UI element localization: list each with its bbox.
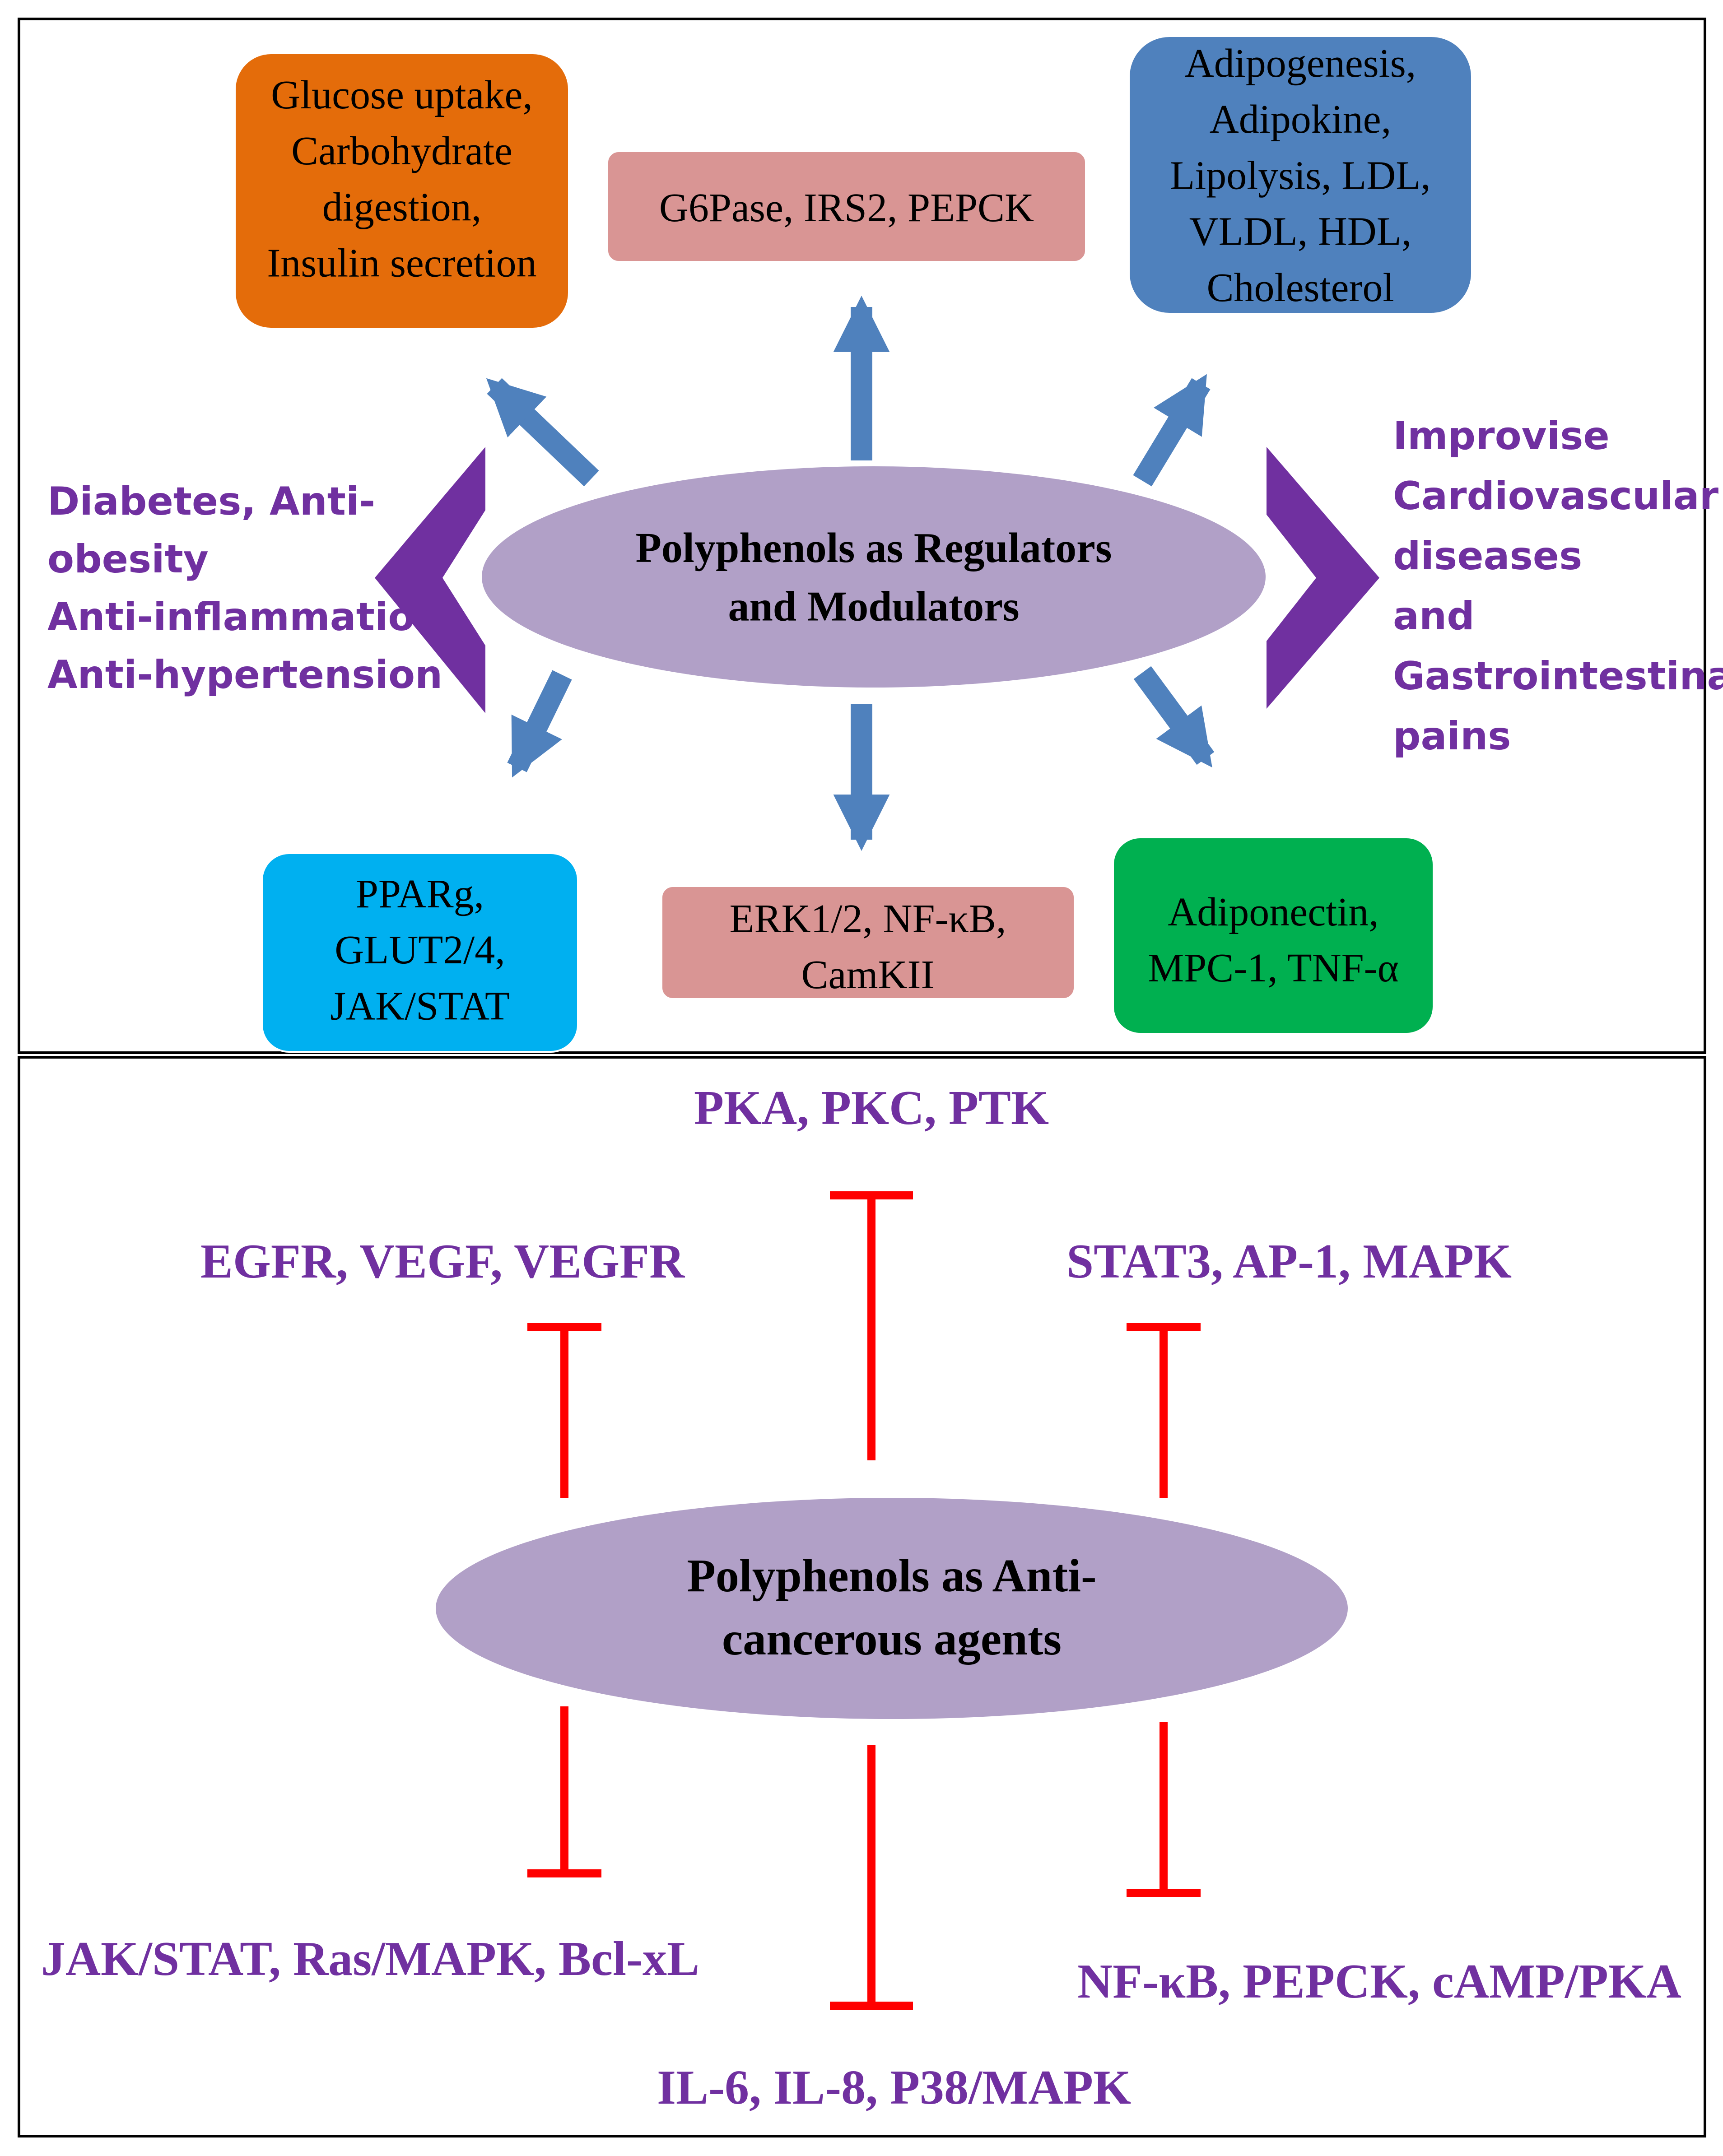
target-top-center: PKA, PKC, PTK [694, 1081, 1049, 1135]
text-line: Glucose uptake, [271, 73, 533, 117]
text-line: MPC-1, TNF-α [1148, 946, 1399, 990]
arrow-to-top-right [1133, 374, 1211, 487]
box-g6pase: G6Pase, IRS2, PEPCK [606, 150, 1087, 263]
arrow-to-bottom-left [507, 670, 572, 778]
text-line: GLUT2/4, [335, 928, 505, 972]
text-line: Cholesterol [1207, 265, 1394, 310]
text-line: and Modulators [728, 583, 1019, 630]
target-top-left: EGFR, VEGF, VEGFR [200, 1235, 685, 1288]
inhibit-bottom-center [830, 1745, 913, 2010]
text-line: Polyphenols as Regulators [636, 525, 1112, 572]
arrow-to-bottom-right [1133, 666, 1215, 768]
text-line: Adipokine, [1210, 97, 1391, 142]
text-line: Insulin secretion [267, 241, 536, 286]
text-line: PPARg, [356, 872, 484, 916]
inhibit-bottom-left [527, 1706, 601, 1877]
text-line: Adiponectin, [1168, 890, 1378, 934]
box-adipogenesis-bg [1128, 35, 1473, 315]
chevron-right-shape [1267, 447, 1379, 709]
text-line: Gastrointestinal [1393, 654, 1723, 699]
target-bottom-left: JAK/STAT, Ras/MAPK, Bcl-xL [41, 1932, 699, 1986]
anticancer-label: Polyphenols as Anti-cancerous agents [687, 1550, 1096, 1665]
text-line: obesity [47, 537, 209, 582]
box-erk-bg [661, 885, 1076, 1000]
box-adiponectin-bg [1112, 836, 1434, 1035]
box-glucose-uptake-bg [234, 52, 570, 330]
regulators-node: Polyphenols as Regulators and Modulators [482, 466, 1266, 688]
box-glucose-uptake-text: Glucose uptake, Carbohydrate digestion, Ins… [267, 73, 536, 286]
text-line: Polyphenols as Anti- [687, 1550, 1096, 1602]
chevron-left-shape [375, 447, 485, 713]
text-line: Cardiovascular [1393, 474, 1719, 519]
box-g6pase-bg [606, 150, 1087, 263]
regulation-arrows [486, 296, 1215, 851]
text-line: digestion, [322, 185, 482, 229]
box-erk: ERK1/2, NF-κB, CamKII [661, 885, 1076, 1000]
inhibit-bottom-right [1127, 1722, 1201, 1897]
inhibition-markers [527, 1191, 1201, 2010]
text-line: Carbohydrate [291, 129, 512, 173]
text-line: Anti-hypertension [47, 652, 442, 697]
text-line: Diabetes, Anti- [47, 479, 375, 524]
inhibit-top-right [1127, 1323, 1201, 1498]
text-line: G6Pase, IRS2, PEPCK [659, 186, 1034, 230]
box-adipogenesis: Adipogenesis, Adipokine, Lipolysis, LDL, VL… [1128, 35, 1473, 315]
box-adiponectin-text: Adiponectin, MPC-1, TNF-α [1148, 890, 1399, 990]
box-adiponectin: Adiponectin, MPC-1, TNF-α [1112, 836, 1434, 1035]
target-bottom-right: NF-κB, PEPCK, cAMP/PKA [1077, 1955, 1681, 2008]
top-panel: Glucose uptake, Carbohydrate digestion, Ins… [18, 18, 1723, 1054]
text-line: CamKII [801, 953, 935, 997]
text-line: ERK1/2, NF-κB, [730, 897, 1006, 941]
target-bottom-center: IL-6, IL-8, P38/MAPK [657, 2061, 1131, 2114]
text-line: VLDL, HDL, [1189, 209, 1411, 254]
box-erk-text: ERK1/2, NF-κB, CamKII [730, 897, 1006, 997]
text-line: Lipolysis, LDL, [1170, 153, 1431, 198]
text-line: Improvise [1393, 414, 1610, 459]
regulators-ellipse [482, 466, 1266, 688]
target-top-right: STAT3, AP-1, MAPK [1066, 1235, 1512, 1288]
box-adipogenesis-text: Adipogenesis, Adipokine, Lipolysis, LDL, VL… [1170, 41, 1431, 310]
inhibit-top-center [830, 1191, 913, 1460]
arrow-to-top-left [486, 378, 599, 487]
box-ppar-bg [261, 852, 579, 1053]
anticancer-node: Polyphenols as Anti-cancerous agents [436, 1498, 1348, 1719]
anticancer-ellipse [436, 1498, 1348, 1719]
box-ppar: PPARg, GLUT2/4, JAK/STAT [261, 852, 579, 1053]
text-line: cancerous agents [722, 1613, 1062, 1665]
box-ppar-text: PPARg, GLUT2/4, JAK/STAT [330, 872, 510, 1028]
text-line: Anti-inflammation [47, 595, 442, 640]
inhibit-top-left [527, 1323, 601, 1498]
text-line: diseases [1393, 534, 1582, 579]
bottom-panel: PKA, PKC, PTK EGFR, VEGF, VEGFR STAT3, A… [18, 1056, 1706, 2137]
text-line: pains [1393, 714, 1511, 759]
text-line: Adipogenesis, [1185, 41, 1416, 86]
box-g6pase-text: G6Pase, IRS2, PEPCK [659, 186, 1034, 230]
text-line: and [1393, 594, 1475, 639]
box-glucose-uptake: Glucose uptake, Carbohydrate digestion, Ins… [234, 52, 570, 330]
regulators-label: Polyphenols as Regulators and Modulators [636, 525, 1112, 630]
text-line: JAK/STAT [330, 984, 510, 1028]
